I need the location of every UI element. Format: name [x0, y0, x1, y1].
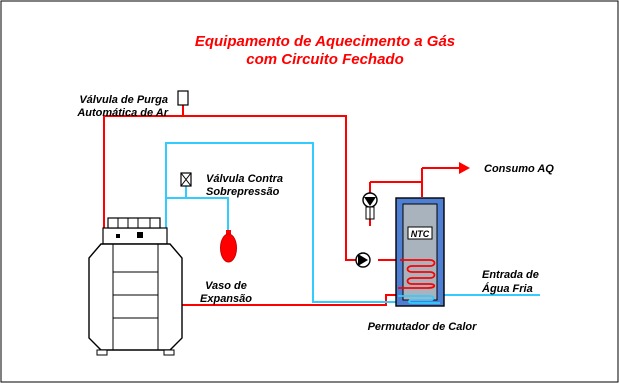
relief-valve-label-line2: Sobrepressão [206, 186, 280, 198]
air-purge-valve-icon [177, 90, 189, 106]
pressure-relief-valve-icon [180, 172, 192, 187]
hot-water-out-label: Consumo AQ [484, 163, 554, 175]
heat-exchanger-label: Permutador de Calor [368, 321, 478, 333]
boiler-indicator-icon [137, 232, 143, 238]
ntc-sensor-box [407, 226, 433, 240]
diagram-title-line2: com Circuito Fechado [246, 51, 404, 68]
cold-water-in-label-line2: Água Fria [481, 282, 533, 295]
cold-coil [398, 295, 440, 304]
cold-water-in-label-line1: Entrada de [482, 269, 539, 281]
boiler-control-panel [107, 217, 161, 229]
air-valve-label-line1: Válvula de Purga [79, 94, 168, 106]
expansion-vessel-label-line2: Expansão [200, 293, 252, 305]
relief-valve-label-line1: Válvula Contra [206, 173, 283, 185]
boiler-top-unit [102, 227, 168, 245]
diagram-title-line1: Equipamento de Aquecimento a Gás [195, 33, 455, 50]
gas-boiler [88, 217, 183, 356]
heat-exchanger-inner [402, 203, 438, 301]
boiler-body [88, 243, 183, 351]
air-valve-label-line2: Automática de Ar [76, 107, 168, 119]
expansion-vessel-label-line1: Vaso de [205, 280, 247, 292]
heat-exchanger-tank: NTC [395, 197, 445, 307]
hot-water-outlet-arrow-icon [459, 162, 470, 174]
ntc-sensor-label: NTC [411, 229, 430, 239]
pump-coil-feed-icon [355, 252, 371, 268]
pump-hot-outlet-icon [362, 192, 378, 208]
check-valve-icon [365, 206, 375, 220]
expansion-vessel-icon [220, 230, 237, 263]
cold-water-circuit [165, 142, 540, 303]
hot-coil [398, 259, 436, 289]
